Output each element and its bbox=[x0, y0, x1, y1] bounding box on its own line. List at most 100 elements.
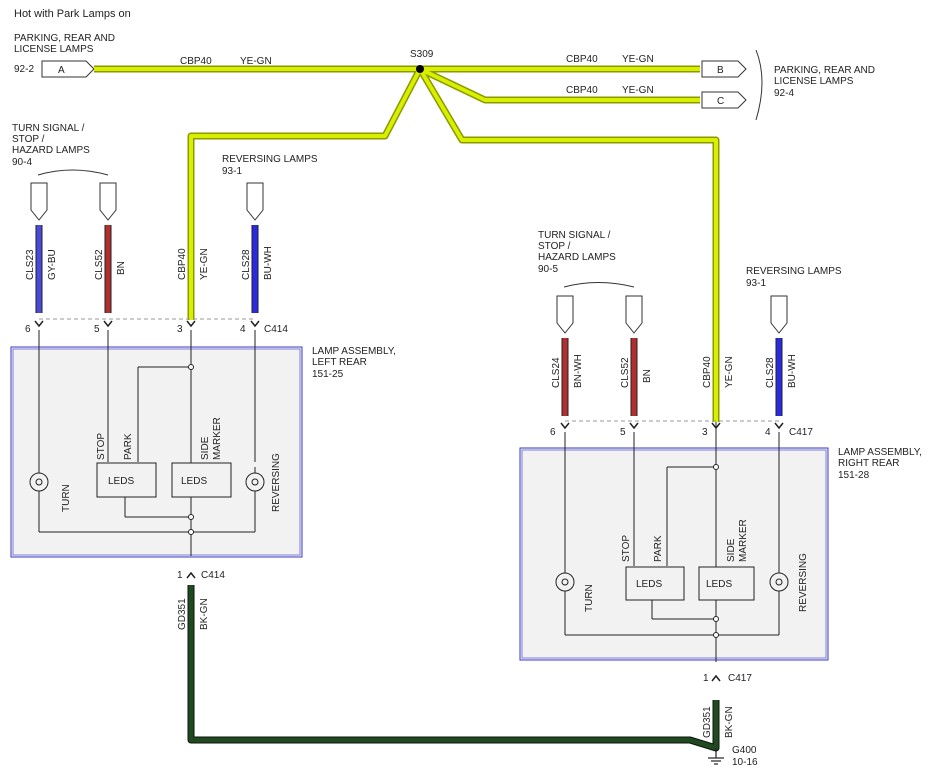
bracket-bc bbox=[755, 49, 763, 121]
right-stop-label: STOP bbox=[621, 535, 632, 562]
left-pin-5: 5 bbox=[94, 324, 100, 335]
right-turn-ref-line3: HAZARD LAMPS bbox=[538, 252, 616, 263]
splice-s309 bbox=[416, 65, 424, 73]
right-assembly-line2: RIGHT REAR bbox=[838, 458, 900, 469]
right-leds-box-1 bbox=[625, 566, 685, 601]
right-reversing-label: REVERSING bbox=[798, 553, 809, 612]
svg-text:C: C bbox=[717, 96, 724, 107]
left-ground-connector: C414 bbox=[201, 570, 225, 581]
left-reversing-label: REVERSING bbox=[271, 453, 282, 512]
wire-a-color: YE-GN bbox=[240, 56, 272, 67]
svg-text:B: B bbox=[717, 65, 724, 76]
left-wire3-circuit: CBP40 bbox=[177, 248, 188, 280]
left-leds2-label: LEDS bbox=[181, 476, 207, 487]
left-turn-bulb-icon bbox=[29, 467, 49, 497]
right-leds2-label: LEDS bbox=[706, 579, 732, 590]
diagram-title: Hot with Park Lamps on bbox=[14, 8, 131, 20]
right-rev-source-connector[interactable] bbox=[770, 295, 788, 334]
right-reversing-bulb-icon bbox=[769, 567, 789, 597]
left-wire4-color: BU-WH bbox=[263, 246, 274, 280]
connector-a[interactable]: A bbox=[41, 60, 95, 78]
splice-id: S309 bbox=[410, 49, 434, 60]
right-stop-source-connector[interactable] bbox=[625, 295, 643, 334]
left-stop-source-connector[interactable] bbox=[99, 182, 117, 221]
right-wire1-color: BN-WH bbox=[573, 354, 584, 388]
ref-a-title-line2: LICENSE LAMPS bbox=[14, 44, 94, 55]
ref-bc-page: 92-4 bbox=[774, 88, 794, 99]
left-turn-ref-page: 90-4 bbox=[12, 157, 32, 168]
right-wire3-color: YE-GN bbox=[724, 356, 735, 388]
right-pin-markers bbox=[560, 422, 784, 430]
left-ground-pin: 1 bbox=[177, 570, 183, 581]
right-turn-label: TURN bbox=[584, 584, 595, 612]
right-pin-6: 6 bbox=[550, 427, 556, 438]
left-turn-brace bbox=[37, 169, 109, 176]
right-pin-4: 4 bbox=[765, 427, 771, 438]
ground-point-id: G400 bbox=[732, 745, 757, 756]
connector-c[interactable]: C bbox=[701, 91, 747, 109]
left-stop-label: STOP bbox=[96, 433, 107, 460]
right-pin-3: 3 bbox=[702, 427, 708, 438]
wire-b-circuit: CBP40 bbox=[566, 54, 598, 65]
left-assembly-page: 151-25 bbox=[312, 369, 344, 380]
right-ground-pin: 1 bbox=[703, 673, 709, 684]
connector-b[interactable]: B bbox=[701, 60, 747, 78]
ye-gn-wire-harness bbox=[94, 65, 720, 422]
right-wire2-circuit: CLS52 bbox=[620, 357, 631, 388]
left-leds-box-2 bbox=[171, 462, 232, 498]
left-wire1-circuit: CLS23 bbox=[25, 249, 36, 280]
right-wire4-color: BU-WH bbox=[787, 354, 798, 388]
right-leds-box-2 bbox=[698, 566, 755, 601]
left-wire1-color: GY-BU bbox=[47, 249, 58, 280]
left-leds1-label: LEDS bbox=[108, 476, 134, 487]
right-park-label: PARK bbox=[653, 535, 664, 562]
svg-text:A: A bbox=[58, 65, 65, 76]
left-reversing-bulb-icon bbox=[245, 467, 265, 497]
left-pin-markers bbox=[34, 320, 260, 328]
right-wire2-color: BN bbox=[642, 369, 653, 383]
wire-c-circuit: CBP40 bbox=[566, 85, 598, 96]
left-wire4-circuit: CLS28 bbox=[241, 249, 252, 280]
right-ground-connector: C417 bbox=[728, 673, 752, 684]
left-ground-circuit: GD351 bbox=[177, 598, 188, 630]
right-rev-ref-page: 93-1 bbox=[746, 278, 766, 289]
right-lamp-assembly-box bbox=[519, 447, 829, 661]
left-lamp-assembly-box bbox=[10, 346, 303, 558]
right-marker-label: MARKER bbox=[738, 519, 749, 562]
right-turn-source-connector[interactable] bbox=[556, 295, 574, 334]
left-turn-source-connector[interactable] bbox=[30, 182, 48, 221]
right-leds1-label: LEDS bbox=[636, 579, 662, 590]
left-ground-color: BK-GN bbox=[199, 598, 210, 630]
ground-symbol-icon bbox=[708, 748, 724, 765]
wire-a-circuit: CBP40 bbox=[180, 56, 212, 67]
left-wire2-circuit: CLS52 bbox=[94, 249, 105, 280]
wire-c-color: YE-GN bbox=[622, 85, 654, 96]
right-wire1-circuit: CLS24 bbox=[551, 357, 562, 388]
right-wire3-circuit: CBP40 bbox=[702, 356, 713, 388]
wire-b-color: YE-GN bbox=[622, 54, 654, 65]
right-rev-ref-title: REVERSING LAMPS bbox=[746, 266, 842, 277]
right-turn-ref-line2: STOP / bbox=[538, 241, 571, 252]
right-turn-ref-line1: TURN SIGNAL / bbox=[538, 230, 611, 241]
ground-point-page: 10-16 bbox=[732, 757, 758, 768]
right-wire4-circuit: CLS28 bbox=[765, 357, 776, 388]
left-side-label: SIDE bbox=[200, 436, 211, 460]
left-pin-4: 4 bbox=[240, 324, 246, 335]
left-rev-source-connector[interactable] bbox=[246, 182, 264, 221]
bk-gn-ground-wire bbox=[187, 585, 720, 752]
left-rev-ref-title: REVERSING LAMPS bbox=[222, 154, 318, 165]
right-assembly-line1: LAMP ASSEMBLY, bbox=[838, 447, 922, 458]
right-turn-brace bbox=[563, 282, 635, 288]
ref-a-page: 92-2 bbox=[14, 64, 34, 75]
right-turn-ref-page: 90-5 bbox=[538, 264, 558, 275]
ref-bc-line2: LICENSE LAMPS bbox=[774, 76, 854, 87]
right-ground-circuit: GD351 bbox=[702, 706, 713, 738]
left-turn-ref-line2: STOP / bbox=[12, 134, 45, 145]
left-assembly-line2: LEFT REAR bbox=[312, 357, 367, 368]
left-connector-c414: C414 bbox=[264, 324, 288, 335]
ref-bc-line1: PARKING, REAR AND bbox=[774, 65, 875, 76]
right-assembly-page: 151-28 bbox=[838, 470, 870, 481]
left-assembly-line1: LAMP ASSEMBLY, bbox=[312, 346, 396, 357]
left-wire3-color: YE-GN bbox=[199, 248, 210, 280]
